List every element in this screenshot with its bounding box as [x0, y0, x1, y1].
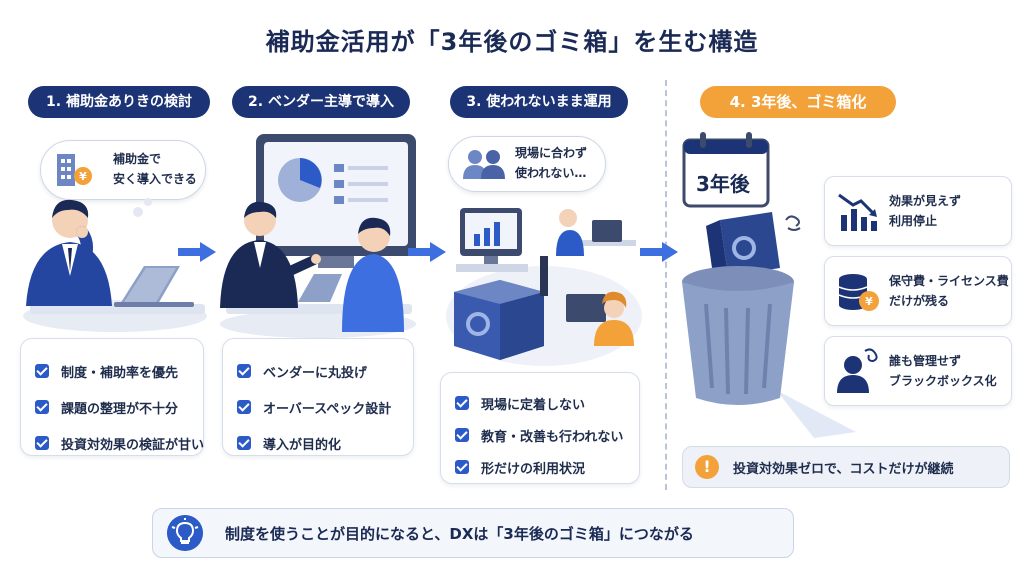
check-icon: [455, 396, 469, 410]
step-1-label: 1. 補助金ありきの検討: [28, 86, 210, 118]
effect-card-usage-stop: 効果が見えず 利用停止: [824, 176, 1012, 246]
conclusion-banner: 制度を使うことが目的になると、DXは「3年後のゴミ箱」につながる: [152, 508, 794, 558]
lightbulb-icon: [167, 515, 203, 551]
svg-text:¥: ¥: [79, 170, 87, 183]
check-icon: [237, 400, 251, 414]
step-3-checklist: 現場に定着しない 教育・改善も行われない 形だけの利用状況: [440, 372, 640, 484]
bubble-line-2: 使われない…: [515, 166, 587, 180]
check-item: 制度・補助率を優先: [35, 353, 191, 389]
thought-bubble-step3: 現場に合わず 使われない…: [448, 136, 606, 192]
warning-text: 投資対効果ゼロで、コストだけが継続: [733, 462, 954, 477]
check-item: ベンダーに丸投げ: [237, 353, 401, 389]
warning-callout: ! 投資対効果ゼロで、コストだけが継続: [682, 446, 1010, 488]
effect-line-1: 効果が見えず: [889, 194, 962, 208]
bubble-line-2: 安く導入できる: [113, 172, 197, 186]
people-icon: [463, 150, 505, 179]
thinking-man-illustration: [23, 198, 207, 332]
check-icon: [455, 428, 469, 442]
check-icon: [35, 364, 49, 378]
step-1-checklist: 制度・補助率を優先 課題の整理が不十分 投資対効果の検証が甘い: [20, 338, 204, 456]
check-item: 課題の整理が不十分: [35, 389, 191, 425]
check-item: オーバースペック設計: [237, 389, 401, 425]
arrow-3-icon: [640, 242, 678, 262]
vendor-meeting-illustration: [220, 134, 416, 338]
step-3-label: 3. 使われないまま運用: [450, 86, 628, 118]
unused-system-illustration: [446, 208, 642, 366]
check-icon: [237, 364, 251, 378]
check-icon: [237, 436, 251, 450]
effect-line-2: ブラックボックス化: [889, 374, 997, 388]
effect-card-maintenance-cost: ¥ 保守費・ライセンス費 だけが残る: [824, 256, 1012, 326]
step-4-label: 4. 3年後、ゴミ箱化: [700, 86, 896, 118]
check-item: 形だけの利用状況: [455, 451, 627, 483]
conclusion-text: 制度を使うことが目的になると、DXは「3年後のゴミ箱」につながる: [225, 525, 694, 543]
step-2-checklist: ベンダーに丸投げ オーバースペック設計 導入が目的化: [222, 338, 414, 456]
confused-person-icon: [837, 348, 878, 393]
exclamation-icon: !: [695, 455, 719, 479]
bubble-line-1: 補助金で: [113, 152, 162, 166]
declining-chart-icon: [838, 193, 877, 231]
calendar-icon: [682, 132, 770, 208]
check-icon: [35, 436, 49, 450]
svg-text:¥: ¥: [865, 295, 873, 308]
trash-can-illustration: [682, 212, 856, 438]
check-item: 現場に定着しない: [455, 387, 627, 419]
column-divider: [665, 80, 667, 490]
bubble-line-1: 現場に合わず: [515, 146, 588, 160]
check-item: 教育・改善も行われない: [455, 419, 627, 451]
effect-line-2: 利用停止: [889, 214, 938, 228]
page-title: 補助金活用が「3年後のゴミ箱」を生む構造: [265, 28, 759, 56]
effect-card-black-box: 誰も管理せず ブラックボックス化: [824, 336, 1012, 406]
step-2-label: 2. ベンダー主導で導入: [232, 86, 410, 118]
calendar-label: 3年後: [696, 172, 750, 196]
check-item: 導入が目的化: [237, 425, 401, 461]
arrow-1-icon: [178, 242, 216, 262]
check-icon: [455, 460, 469, 474]
effect-line-1: 保守費・ライセンス費: [889, 274, 1009, 288]
thought-bubble-step1: ¥ 補助金で 安く導入できる: [40, 140, 206, 200]
check-icon: [35, 400, 49, 414]
coins-yen-icon: ¥: [838, 274, 879, 311]
building-yen-icon: ¥: [57, 154, 92, 186]
effect-line-1: 誰も管理せず: [889, 354, 962, 368]
arrow-2-icon: [408, 242, 446, 262]
check-item: 投資対効果の検証が甘い: [35, 425, 204, 461]
effect-line-2: だけが残る: [889, 294, 950, 308]
